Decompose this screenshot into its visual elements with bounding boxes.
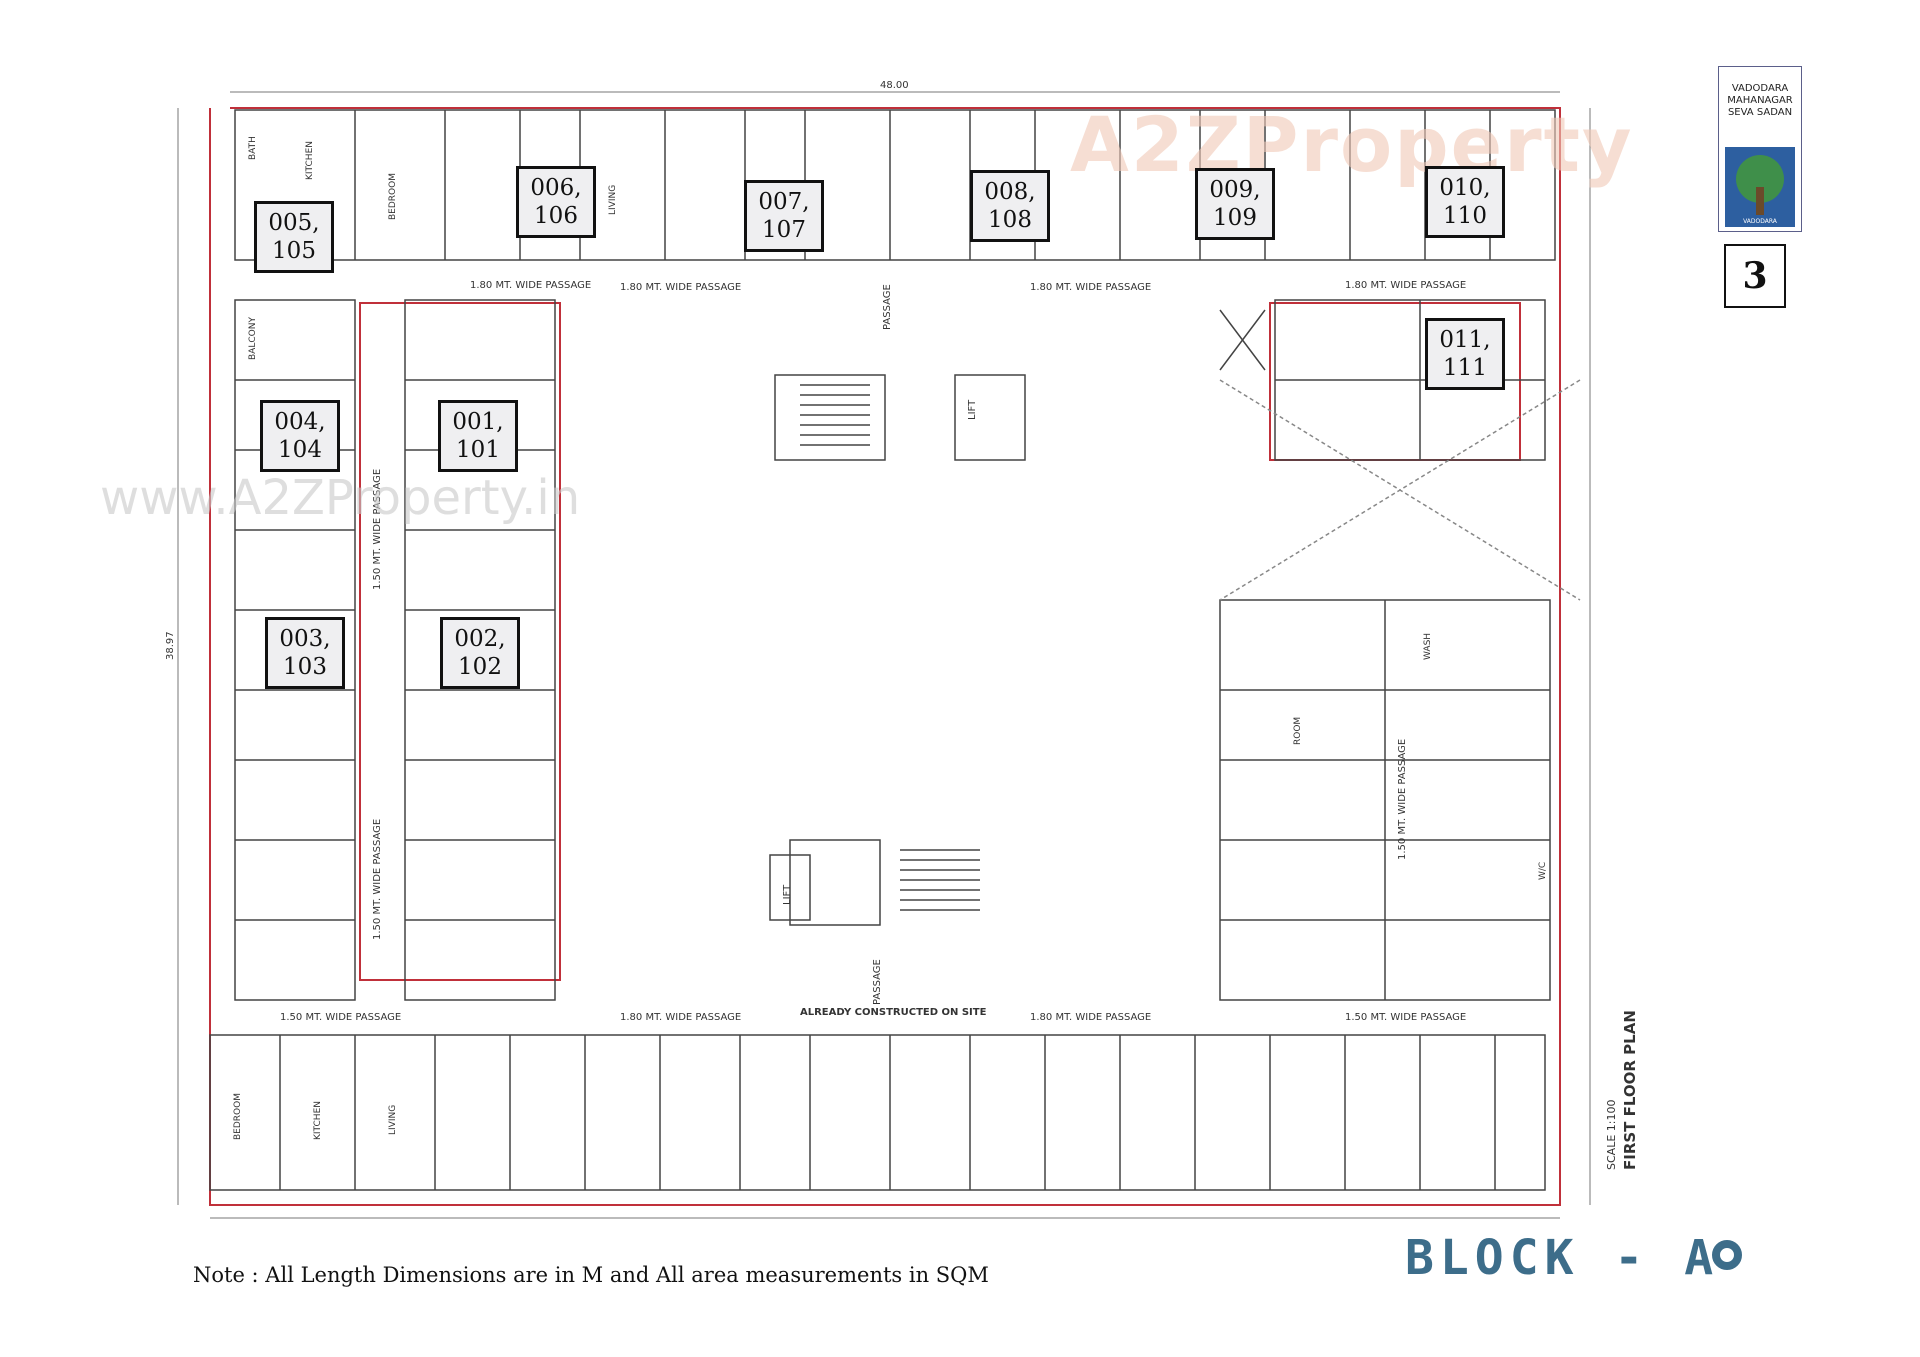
- room-label-bedroom: BEDROOM: [388, 173, 398, 220]
- passage-label-left-vertical-lower: 1.50 MT. WIDE PASSAGE: [372, 819, 383, 940]
- brand-watermark: A2ZProperty: [1070, 100, 1634, 189]
- block-ring-icon: [1712, 1240, 1742, 1270]
- unit-tag-005-105: 005,105: [254, 201, 334, 273]
- room-label-bath: BATH: [248, 136, 258, 160]
- unit-tag-007-107: 007,107: [744, 180, 824, 252]
- room-label-living: LIVING: [608, 185, 618, 215]
- unit-tag-010-110: 010,110: [1425, 166, 1505, 238]
- passage-label-top-left: 1.80 MT. WIDE PASSAGE: [470, 280, 591, 291]
- room-label-wc: W/C: [1538, 862, 1548, 880]
- banyan-tree-emblem-icon: VADODARA: [1725, 147, 1795, 227]
- unit-tag-008-108: 008,108: [970, 170, 1050, 242]
- room-label-bedroom-bottom: BEDROOM: [233, 1093, 243, 1140]
- room-label-wash: WASH: [1423, 633, 1433, 660]
- unit-tag-004-104: 004,104: [260, 400, 340, 472]
- site-url-watermark: www.A2ZProperty.in: [100, 470, 581, 526]
- room-label-kitchen-bottom: KITCHEN: [313, 1101, 323, 1140]
- unit-tag-011-111: 011,111: [1425, 318, 1505, 390]
- room-label-balcony: BALCONY: [248, 317, 258, 360]
- room-label-living-bottom: LIVING: [388, 1105, 398, 1135]
- room-label-kitchen: KITCHEN: [305, 141, 315, 180]
- overall-width-dimension: 48.00: [880, 80, 909, 91]
- site-note: ALREADY CONSTRUCTED ON SITE: [800, 1007, 987, 1018]
- unit-tag-006-106: 006,106: [516, 166, 596, 238]
- lift-label-top: LIFT: [967, 399, 978, 420]
- stair-label-passage: PASSAGE: [882, 284, 893, 330]
- logo-caption: VADODARA: [1743, 218, 1778, 225]
- room-label-room: ROOM: [1293, 717, 1303, 745]
- passage-label-bottom-left: 1.50 MT. WIDE PASSAGE: [280, 1012, 401, 1023]
- passage-label-top-mid: 1.80 MT. WIDE PASSAGE: [620, 282, 741, 293]
- stair-label-passage-bottom: PASSAGE: [872, 959, 883, 1005]
- unit-tag-001-101: 001,101: [438, 400, 518, 472]
- passage-label-top-far-right: 1.80 MT. WIDE PASSAGE: [1345, 280, 1466, 291]
- unit-tag-009-109: 009,109: [1195, 168, 1275, 240]
- lift-label-bottom: LIFT: [782, 884, 793, 905]
- passage-label-right-vertical: 1.50 MT. WIDE PASSAGE: [1397, 739, 1408, 860]
- passage-label-bottom-far-right: 1.50 MT. WIDE PASSAGE: [1345, 1012, 1466, 1023]
- plan-title: FIRST FLOOR PLAN: [1621, 1010, 1639, 1170]
- unit-tag-002-102: 002,102: [440, 617, 520, 689]
- plan-scale: SCALE 1:100: [1605, 1100, 1618, 1170]
- municipal-logo: VADODARA MAHANAGAR SEVA SADAN VADODARA: [1718, 66, 1802, 232]
- passage-label-bottom-right: 1.80 MT. WIDE PASSAGE: [1030, 1012, 1151, 1023]
- passage-label-top-right: 1.80 MT. WIDE PASSAGE: [1030, 282, 1151, 293]
- passage-label-bottom-mid: 1.80 MT. WIDE PASSAGE: [620, 1012, 741, 1023]
- unit-tag-003-103: 003,103: [265, 617, 345, 689]
- overall-depth-dimension: 38.97: [165, 631, 176, 660]
- logo-text: VADODARA MAHANAGAR SEVA SADAN: [1727, 83, 1793, 118]
- dimensions-note: Note : All Length Dimensions are in M an…: [193, 1263, 989, 1287]
- page-number: 3: [1724, 244, 1786, 308]
- block-title: BLOCK - A: [1405, 1230, 1720, 1286]
- passage-label-left-vertical: 1.50 MT. WIDE PASSAGE: [372, 469, 383, 590]
